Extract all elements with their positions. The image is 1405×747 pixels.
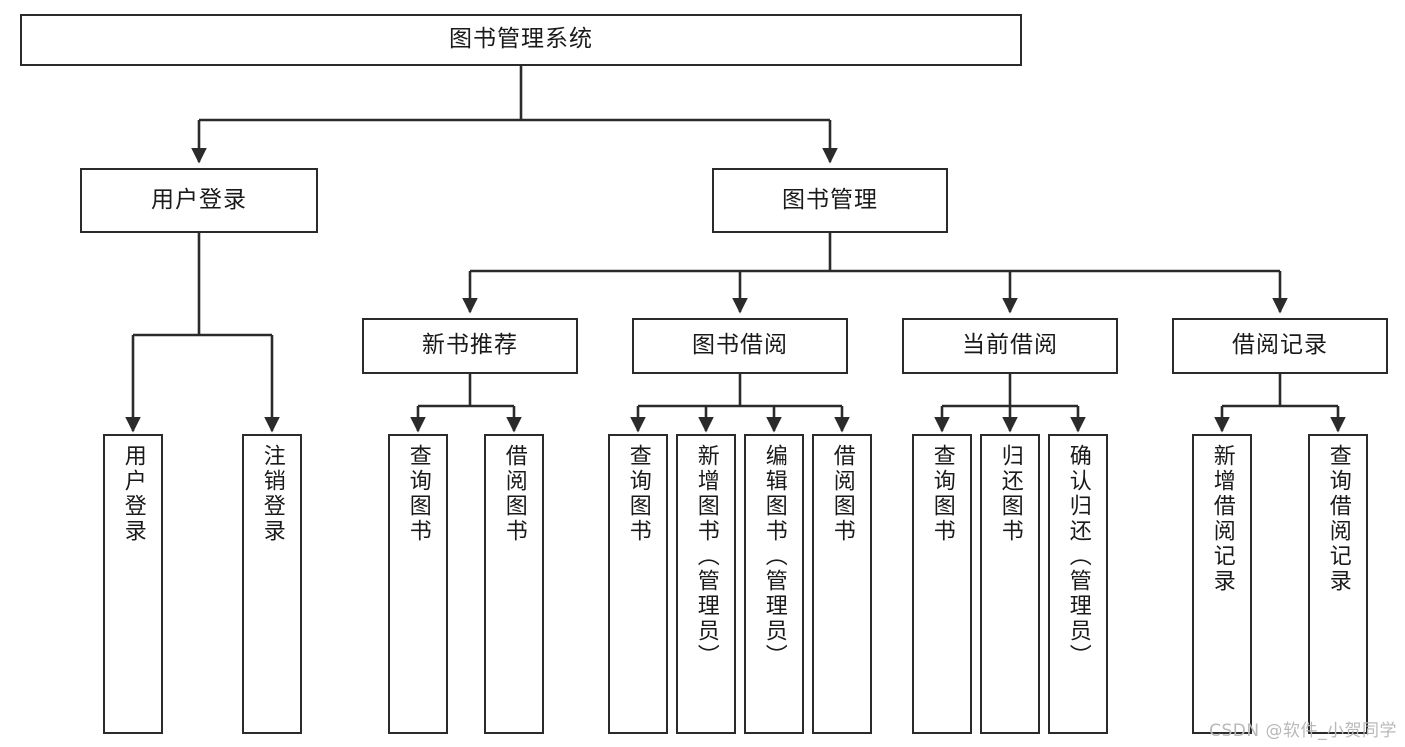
node-borrow-record-label: 借阅记录 (1232, 332, 1328, 359)
leaf-borrow-record-query-label: 查询借阅记录 (1325, 444, 1351, 594)
node-book-borrow-label: 图书借阅 (692, 332, 788, 359)
node-current-borrow-label: 当前借阅 (962, 332, 1058, 359)
node-current-borrow[interactable]: 当前借阅 (902, 318, 1118, 374)
csdn-watermark: CSDN @软件_小贺同学 (1209, 721, 1397, 741)
leaf-book-borrow-query[interactable]: 查询图书 (608, 434, 668, 734)
leaf-user-login-login-label: 用户登录 (120, 444, 146, 544)
leaf-current-borrow-return-label: 归还图书 (997, 444, 1023, 544)
node-book-manage-label: 图书管理 (782, 186, 878, 213)
leaf-current-borrow-query-label: 查询图书 (929, 444, 955, 544)
node-book-borrow[interactable]: 图书借阅 (632, 318, 848, 374)
node-user-login-label: 用户登录 (151, 186, 247, 213)
leaf-new-book-borrow-label: 借阅图书 (501, 444, 527, 544)
leaf-current-borrow-confirm-label: 确认归还（管理员） (1065, 444, 1091, 669)
node-root-system[interactable]: 图书管理系统 (20, 14, 1022, 66)
leaf-current-borrow-query[interactable]: 查询图书 (912, 434, 972, 734)
leaf-new-book-query-label: 查询图书 (405, 444, 431, 544)
leaf-borrow-record-add-label: 新增借阅记录 (1209, 444, 1235, 594)
leaf-current-borrow-return[interactable]: 归还图书 (980, 434, 1040, 734)
node-new-book-recommend[interactable]: 新书推荐 (362, 318, 578, 374)
leaf-book-borrow-add-label: 新增图书（管理员） (693, 444, 719, 669)
leaf-current-borrow-confirm[interactable]: 确认归还（管理员） (1048, 434, 1108, 734)
node-borrow-record[interactable]: 借阅记录 (1172, 318, 1388, 374)
leaf-book-borrow-edit-label: 编辑图书（管理员） (761, 444, 787, 669)
leaf-book-borrow-query-label: 查询图书 (625, 444, 651, 544)
leaf-user-login-logout-label: 注销登录 (259, 444, 285, 544)
leaf-book-borrow-borrow-label: 借阅图书 (829, 444, 855, 544)
leaf-new-book-borrow[interactable]: 借阅图书 (484, 434, 544, 734)
node-new-book-recommend-label: 新书推荐 (422, 332, 518, 359)
leaf-borrow-record-add[interactable]: 新增借阅记录 (1192, 434, 1252, 734)
leaf-book-borrow-edit[interactable]: 编辑图书（管理员） (744, 434, 804, 734)
node-user-login[interactable]: 用户登录 (80, 168, 318, 233)
leaf-borrow-record-query[interactable]: 查询借阅记录 (1308, 434, 1368, 734)
node-root-system-label: 图书管理系统 (449, 26, 593, 53)
node-book-manage[interactable]: 图书管理 (712, 168, 948, 233)
leaf-user-login-logout[interactable]: 注销登录 (242, 434, 302, 734)
leaf-user-login-login[interactable]: 用户登录 (103, 434, 163, 734)
leaf-book-borrow-borrow[interactable]: 借阅图书 (812, 434, 872, 734)
leaf-new-book-query[interactable]: 查询图书 (388, 434, 448, 734)
leaf-book-borrow-add[interactable]: 新增图书（管理员） (676, 434, 736, 734)
